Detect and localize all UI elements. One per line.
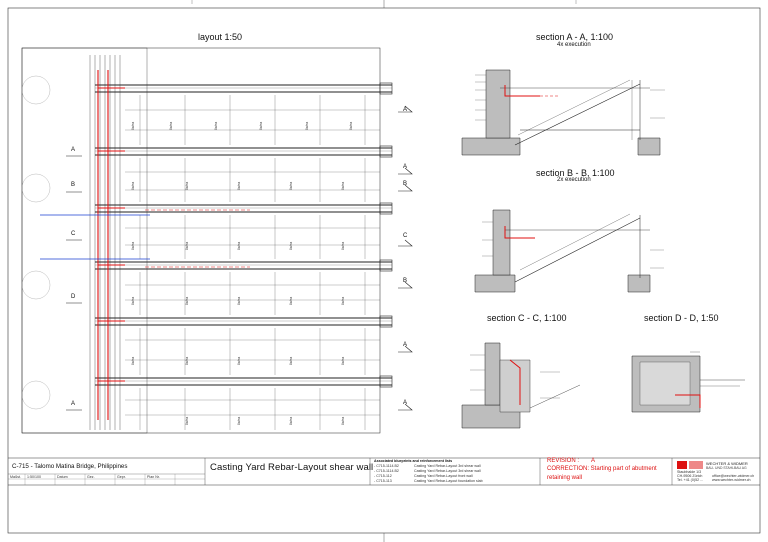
section-cc-drawing [461, 342, 581, 429]
rebar-label: 8x/ea [341, 417, 345, 425]
section-marker: B [403, 278, 408, 284]
rebar-label: 8x/ea [349, 122, 353, 130]
revision-label: REVISION : [547, 458, 580, 464]
drawing-title: Casting Yard Rebar-Layout shear wall [210, 462, 374, 473]
side-marker: D [71, 294, 76, 300]
rebar-label: 8x/ea [237, 357, 241, 365]
meta-cell: 1:50/100 [27, 475, 41, 479]
address-line: CH-9506 Zürich [677, 474, 703, 478]
assoc-code: - C715-1114.B2 [374, 469, 399, 473]
section-bb-title: section B - B, 1:100 [536, 168, 615, 178]
section-dd-title: section D - D, 1:50 [644, 313, 719, 323]
revision-value: A [591, 458, 596, 464]
layout-plan [21, 47, 413, 434]
address-line: Staubhalde 1/3 [677, 470, 702, 474]
rebar-label: 8x/ea [131, 122, 135, 130]
rebar-label: 8x/ea [131, 357, 135, 365]
assoc-code: - C715-1114.B2 [374, 464, 399, 468]
rebar-label: 8x/ea [185, 297, 189, 305]
correction-note-2: retaining wall [547, 475, 583, 481]
section-marker: B [403, 181, 408, 187]
rebar-label: 8x/ea [289, 297, 293, 305]
company-name: WECHTER & WIDMER [706, 461, 748, 466]
rebar-label: 8x/ea [237, 417, 241, 425]
rebar-label: 8x/ea [289, 242, 293, 250]
rebar-label: 8x/ea [237, 182, 241, 190]
rebar-label: 8x/ea [169, 122, 173, 130]
meta-cell: Gez. [87, 475, 95, 479]
contact-line: office@wechter-widmer.ch [712, 474, 755, 478]
rebar-label: 8x/ea [341, 182, 345, 190]
company-sub: BAU- UND STAHLBAU AG [706, 466, 747, 470]
meta-cell: Gepr. [117, 475, 126, 479]
side-marker: C [71, 231, 76, 237]
rebar-label: 8x/ea [185, 182, 189, 190]
side-marker: B [71, 182, 76, 188]
assoc-desc: Casting Yard Rebar-Layout front wall [414, 474, 473, 478]
assoc-header: Associated blueprints and reinforcement … [374, 459, 453, 463]
rebar-label: 8x/ea [185, 242, 189, 250]
project-name: C-715 - Talomo Matina Bridge, Philippine… [12, 463, 128, 470]
layout-title: layout 1:50 [198, 32, 243, 42]
company-logo-mark [677, 461, 703, 469]
assoc-desc: Casting Yard Rebar-Layout foundation sla… [414, 479, 483, 483]
meta-cell: Maßst. [10, 475, 21, 479]
correction-note: CORRECTION: Starting part of abutment [547, 466, 657, 472]
rebar-label: 8x/ea [289, 357, 293, 365]
rebar-label: 8x/ea [185, 357, 189, 365]
rebar-label: 8x/ea [341, 242, 345, 250]
rebar-label: 8x/ea [131, 182, 135, 190]
assoc-code: - C715-113 [374, 479, 392, 483]
rebar-label: 8x/ea [131, 242, 135, 250]
section-bb-drawing [474, 209, 664, 293]
rebar-label: 8x/ea [185, 417, 189, 425]
section-marker: A [403, 342, 408, 348]
layout-rebar-labels: 8x/ea 8x/ea 8x/ea 8x/ea 8x/ea 8x/ea 8x/e… [131, 122, 353, 425]
rebar-label: 8x/ea [131, 297, 135, 305]
assoc-code: - C715-112 [374, 474, 392, 478]
rebar-label: 8x/ea [305, 122, 309, 130]
rebar-label: 8x/ea [289, 182, 293, 190]
assoc-desc: Casting Yard Rebar-Layout 3rd shear wall [414, 469, 481, 473]
assoc-desc: Casting Yard Rebar-Layout 3rd shear wall [414, 464, 481, 468]
section-marker: A [403, 107, 408, 113]
meta-cell: Datum [57, 475, 68, 479]
section-bb-subtitle: 2x execution [557, 177, 591, 183]
side-marker: A [71, 401, 76, 407]
section-cc-title: section C - C, 1:100 [487, 313, 567, 323]
rebar-label: 8x/ea [341, 357, 345, 365]
meta-cell: Plan Nr. [147, 475, 160, 479]
rebar-label: 8x/ea [214, 122, 218, 130]
rebar-label: 8x/ea [259, 122, 263, 130]
rebar-label: 8x/ea [237, 242, 241, 250]
side-marker: A [71, 147, 76, 153]
section-marker: A [403, 164, 408, 170]
section-marker: C [403, 233, 408, 239]
section-aa-drawing [461, 69, 665, 156]
section-aa-title: section A - A, 1:100 [536, 32, 614, 42]
rebar-label: 8x/ea [341, 297, 345, 305]
section-dd-drawing [631, 351, 745, 413]
address-line: Tel. +41 (0)52 ... [677, 478, 704, 482]
rebar-label: 8x/ea [289, 417, 293, 425]
section-marker: A [403, 400, 408, 406]
rebar-label: 8x/ea [237, 297, 241, 305]
contact-line: www.wechter-widmer.ch [712, 478, 751, 482]
section-aa-subtitle: 4x execution [557, 42, 591, 48]
